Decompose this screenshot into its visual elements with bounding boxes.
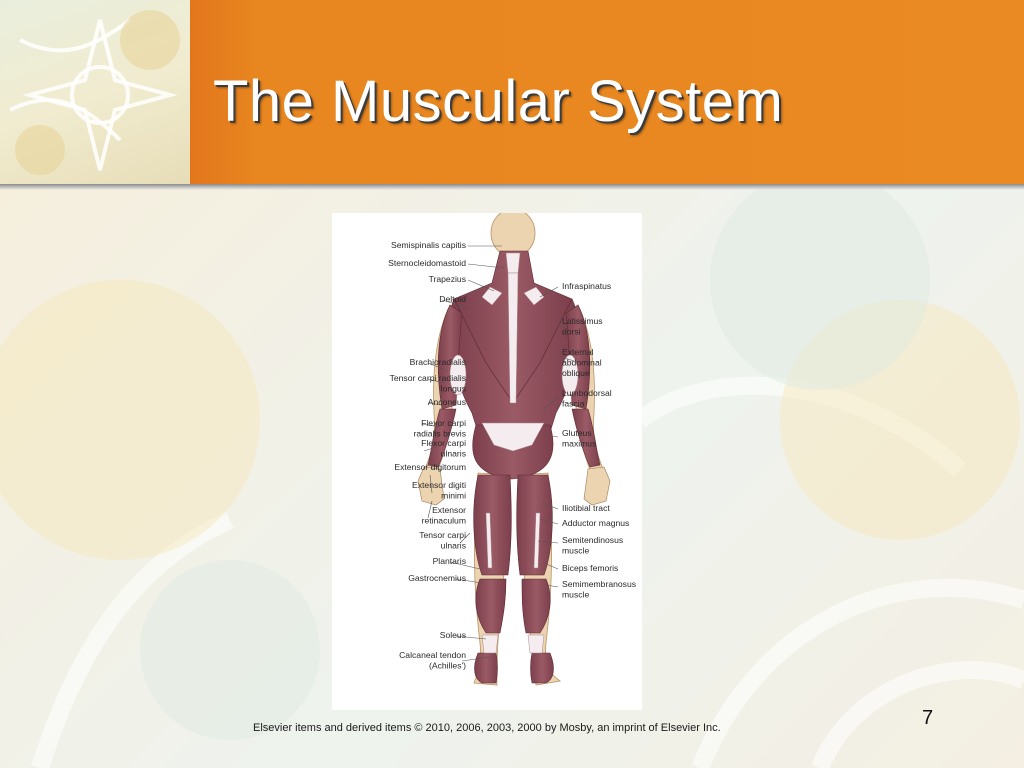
label-right-6: Adductor magnus [562, 518, 629, 528]
header-orange-bar [190, 0, 1024, 186]
label-left-3: Deltoid [439, 294, 466, 304]
header-decoration-panel [0, 0, 200, 186]
tendon-layer [449, 252, 579, 654]
label-left-9: Extensor digitorum [394, 462, 466, 472]
header-band: The Muscular System [0, 0, 1024, 190]
label-left-2: Trapezius [429, 274, 466, 284]
copyright-footer: Elsevier items and derived items © 2010,… [253, 722, 721, 734]
labels-left: Semispinalis capitisSternocleidomastoidT… [388, 240, 466, 671]
slide-title: The Muscular System [213, 69, 784, 134]
label-left-15: Soleus [440, 630, 466, 640]
page-number: 7 [922, 707, 934, 729]
muscle-diagram-drawing: Semispinalis capitisSternocleidomastoidT… [388, 213, 636, 686]
label-left-0: Semispinalis capitis [391, 240, 466, 250]
header-divider [0, 184, 1024, 190]
label-left-4: Brachioradialis [410, 357, 466, 367]
label-left-1: Sternocleidomastoid [388, 258, 466, 268]
label-right-0: Infraspinatus [562, 281, 611, 291]
leader-lines-left [421, 245, 505, 662]
label-left-14: Gastrocnemius [408, 573, 466, 583]
label-left-6: Anconeus [428, 397, 466, 407]
label-right-5: Iliotibial tract [562, 503, 610, 513]
label-right-8: Biceps femoris [562, 563, 618, 573]
star-ornament-icon [9, 10, 180, 175]
leader-lines-right [537, 286, 575, 588]
label-left-16: Calcaneal tendon(Achilles') [399, 650, 466, 671]
label-left-13: Plantaris [433, 556, 466, 566]
